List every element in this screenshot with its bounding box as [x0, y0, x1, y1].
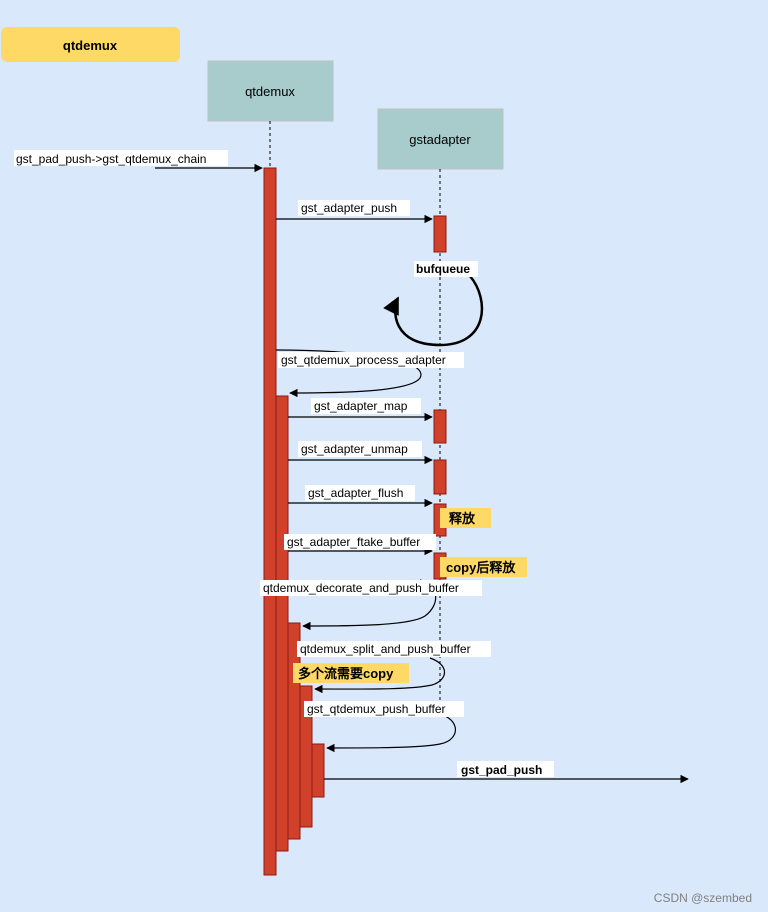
activation-process-adapter: [275, 395, 289, 852]
label-qtdemux-push: gst_qtdemux_push_buffer: [307, 702, 446, 716]
label-decorate-push: qtdemux_decorate_and_push_buffer: [263, 581, 459, 595]
label-adapter-take: gst_adapter_ftake_buffer: [287, 535, 420, 549]
title-badge-label: qtdemux: [63, 38, 118, 53]
label-pad-push: gst_pad_push: [461, 763, 542, 777]
participant-gstadapter: [377, 108, 504, 170]
label-bg-decorate-push: [260, 580, 482, 596]
label-adapter-push: gst_adapter_push: [301, 201, 397, 215]
note-release-label: 释放: [449, 511, 476, 526]
participant-gstadapter-label: gstadapter: [409, 132, 471, 147]
note-multi-stream-label: 多个流需要copy: [298, 666, 394, 681]
label-process-adapter: gst_qtdemux_process_adapter: [281, 353, 446, 367]
arrow-qtdemux-push: [326, 711, 457, 753]
label-bg-chain: [14, 150, 228, 166]
label-bg-adapter-take: [284, 534, 436, 550]
label-bg-adapter-unmap: [298, 441, 422, 457]
note-multi-stream: [293, 663, 409, 683]
watermark: CSDN @szembed: [654, 891, 752, 905]
label-bg-adapter-map: [311, 398, 421, 414]
participant-qtdemux-label: qtdemux: [245, 84, 295, 99]
activation-qtdemux-push: [311, 743, 325, 798]
note-copy-release-label: copy后释放: [446, 560, 516, 575]
activation-qtdemux-chain: [263, 167, 277, 876]
label-bg-pad-push: [457, 761, 554, 777]
participant-qtdemux: [207, 60, 334, 122]
activation-adapter-map: [433, 409, 447, 444]
label-bg-bufqueue: [414, 261, 478, 277]
label-bg-process-adapter: [278, 352, 464, 368]
activation-adapter-unmap: [433, 459, 447, 495]
activation-adapter-push: [433, 215, 447, 253]
label-bg-adapter-flush: [305, 485, 415, 501]
label-adapter-unmap: gst_adapter_unmap: [301, 442, 408, 456]
label-bg-qtdemux-push: [304, 701, 464, 717]
label-bg-adapter-push: [298, 200, 410, 216]
note-release: [440, 508, 491, 528]
bufqueue-loop: [383, 275, 484, 347]
label-adapter-map: gst_adapter_map: [314, 399, 408, 413]
title-badge: [1, 27, 180, 62]
arrow-split-push: [314, 657, 446, 694]
label-chain: gst_pad_push->gst_qtdemux_chain: [16, 152, 206, 166]
label-adapter-flush: gst_adapter_flush: [308, 486, 403, 500]
label-bg-split-push: [297, 641, 491, 657]
label-bufqueue: bufqueue: [416, 262, 470, 276]
label-split-push: qtdemux_split_and_push_buffer: [300, 642, 471, 656]
note-copy-release: [440, 557, 527, 577]
